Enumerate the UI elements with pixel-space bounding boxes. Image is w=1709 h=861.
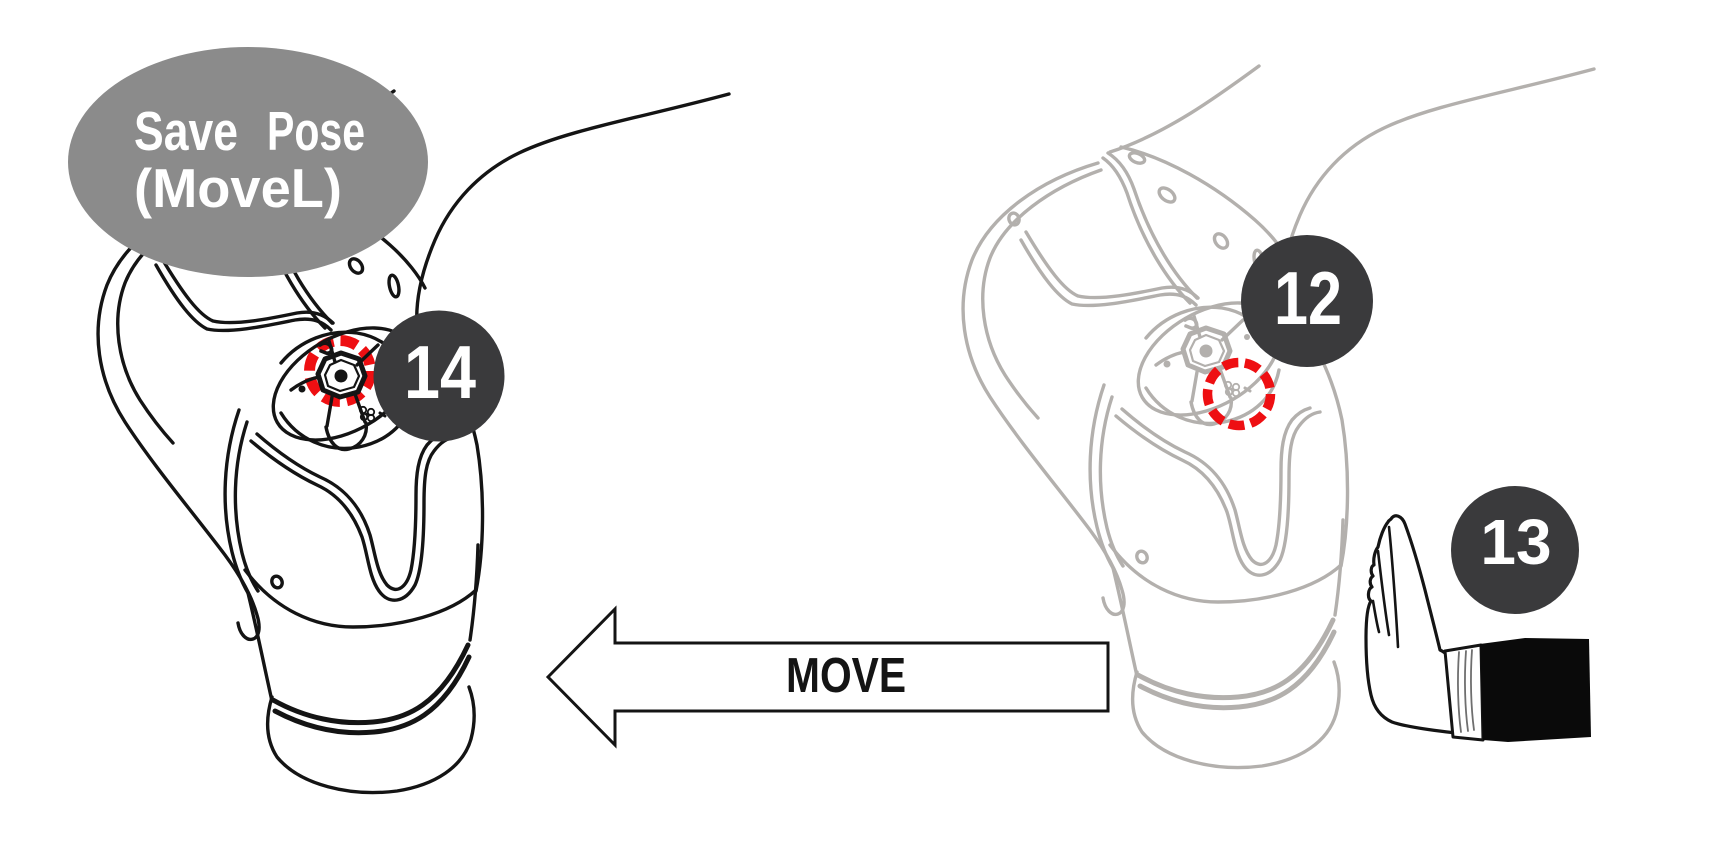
svg-text:Pose: Pose (267, 101, 365, 162)
svg-text:(MoveL): (MoveL) (134, 158, 342, 219)
svg-text:Save: Save (134, 101, 238, 162)
svg-text:13: 13 (1480, 506, 1551, 578)
svg-text:12: 12 (1274, 256, 1342, 340)
svg-text:MOVE: MOVE (786, 648, 906, 703)
svg-text:14: 14 (404, 330, 476, 414)
